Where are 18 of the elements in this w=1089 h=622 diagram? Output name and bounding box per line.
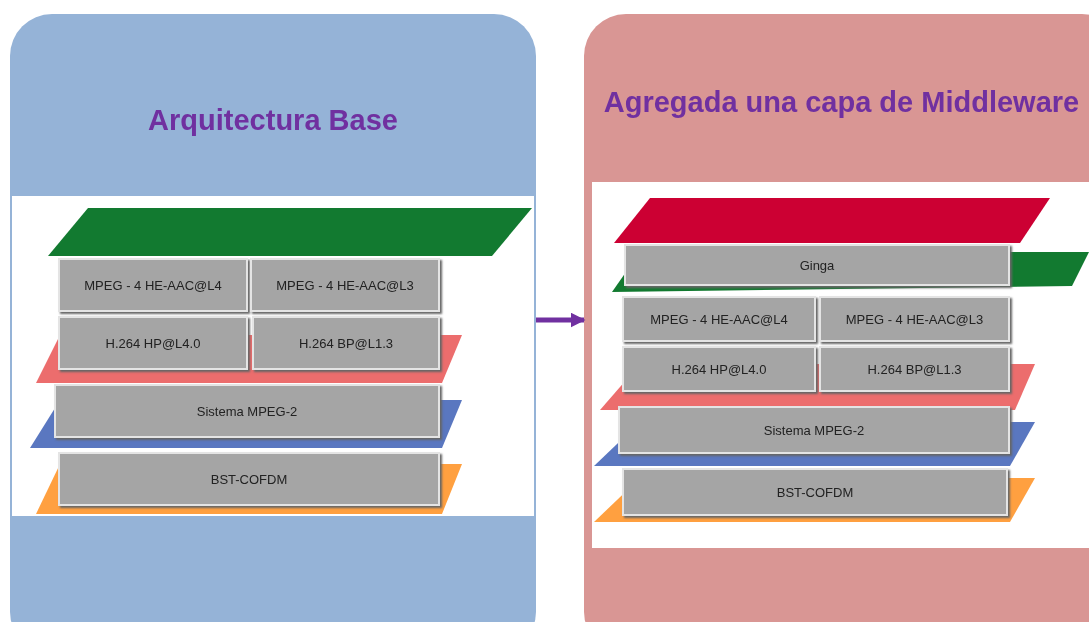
arrow bbox=[536, 312, 586, 328]
layer-box: MPEG - 4 HE-AAC@L3 bbox=[819, 296, 1010, 342]
layer-box: BST-COFDM bbox=[58, 452, 440, 506]
layer-box: Ginga bbox=[624, 244, 1010, 286]
panel bbox=[584, 14, 1089, 622]
panel-title: Agregada una capa de Middleware bbox=[602, 85, 1081, 120]
layer-box: H.264 BP@L1.3 bbox=[819, 346, 1010, 392]
layer-box: BST-COFDM bbox=[622, 468, 1008, 516]
layer-box: Sistema MPEG-2 bbox=[54, 384, 440, 438]
panel bbox=[10, 14, 536, 622]
layer-box: H.264 HP@L4.0 bbox=[58, 316, 248, 370]
layer-box: H.264 BP@L1.3 bbox=[252, 316, 440, 370]
panel-title: Arquitectura Base bbox=[147, 103, 399, 138]
layer-box: MPEG - 4 HE-AAC@L3 bbox=[250, 258, 440, 312]
layer-box: MPEG - 4 HE-AAC@L4 bbox=[58, 258, 248, 312]
layer-box: H.264 HP@L4.0 bbox=[622, 346, 816, 392]
layer-box: MPEG - 4 HE-AAC@L4 bbox=[622, 296, 816, 342]
layer-box: Sistema MPEG-2 bbox=[618, 406, 1010, 454]
